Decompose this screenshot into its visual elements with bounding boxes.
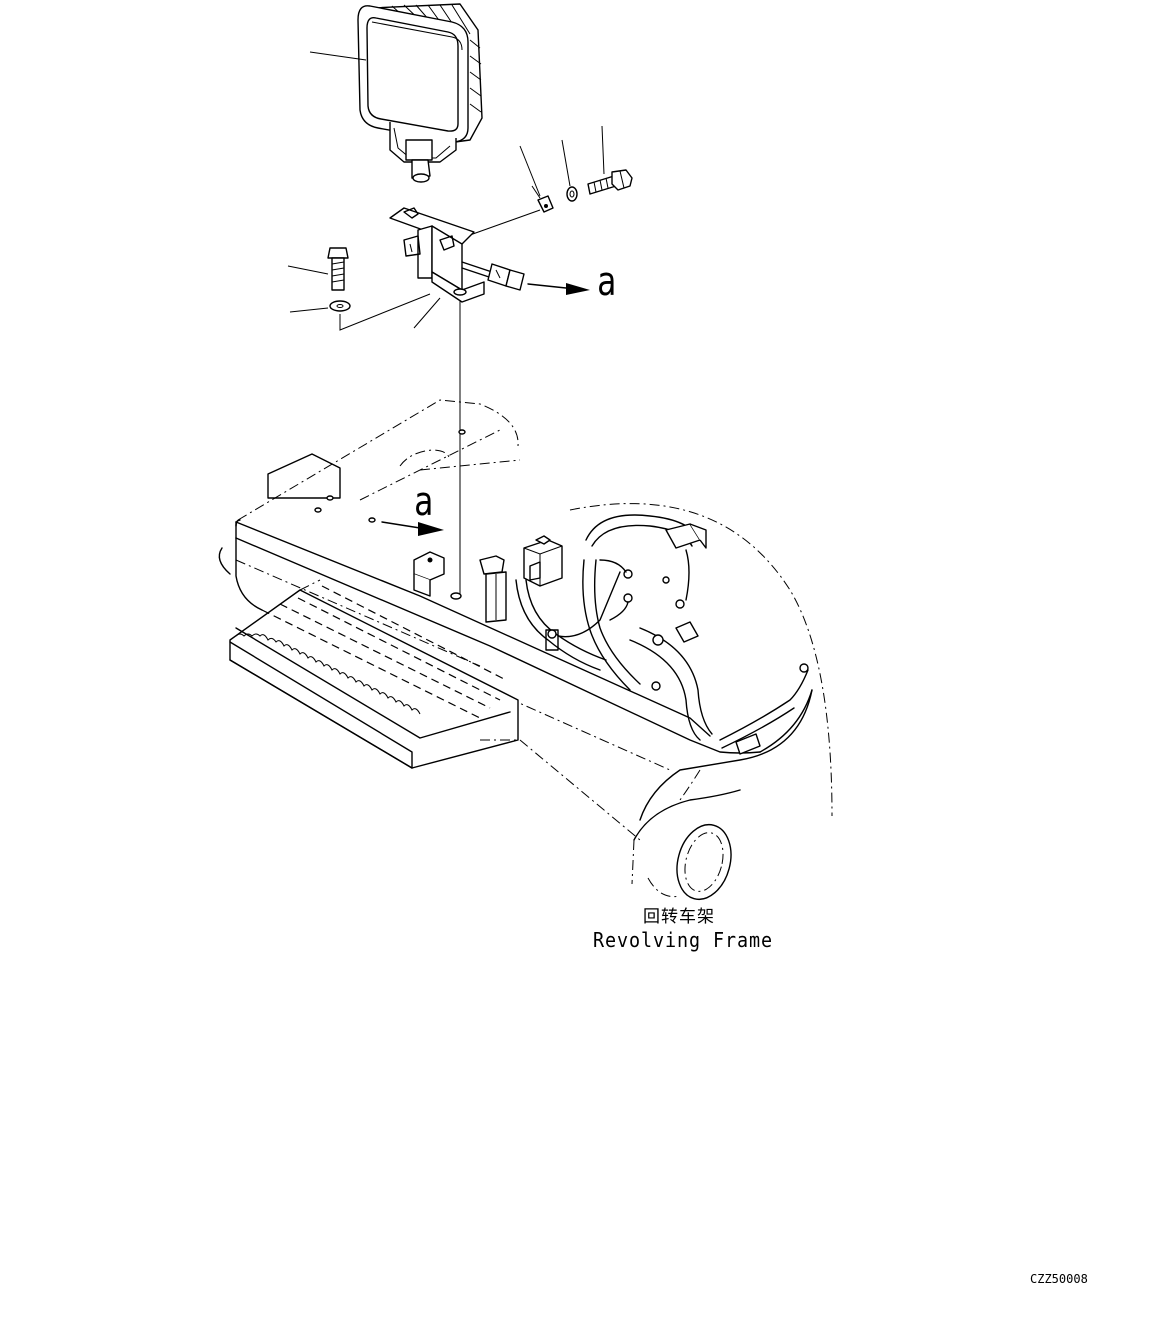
- work-lamp: [357, 3, 483, 183]
- figure-code: CZZ50008: [1030, 1272, 1088, 1286]
- wiring-harness: [413, 514, 809, 755]
- step: [218, 547, 520, 769]
- lamp-bracket: [389, 207, 485, 303]
- leader-washer-left: [289, 307, 329, 313]
- frame-label-chinese: 回转车架: [643, 907, 715, 927]
- lamp-mount: [389, 122, 457, 183]
- leader-washer: [561, 139, 571, 187]
- callout-a-top: a: [597, 259, 617, 305]
- lamp-housing: [357, 5, 469, 143]
- lamp-connector: [461, 261, 525, 291]
- revolving-frame: [235, 399, 833, 901]
- arrow-frame-callout: [381, 521, 421, 529]
- leader-bolt-left: [287, 265, 329, 275]
- arrow-to-callout-a: [527, 283, 567, 289]
- ring-terminal: [531, 185, 554, 213]
- leader-lamp: [309, 51, 367, 61]
- lock-washer: [566, 186, 578, 202]
- callout-a-frame: a: [414, 479, 434, 525]
- flat-washer-left: [329, 300, 351, 312]
- mounting-bolt-left: [327, 247, 349, 291]
- frame-label-english: Revolving Frame: [593, 928, 773, 952]
- mounting-bolt-top: [587, 169, 633, 195]
- leader-terminal: [519, 145, 541, 197]
- leader-bolt-top: [601, 125, 605, 175]
- leader-bracket: [413, 297, 441, 329]
